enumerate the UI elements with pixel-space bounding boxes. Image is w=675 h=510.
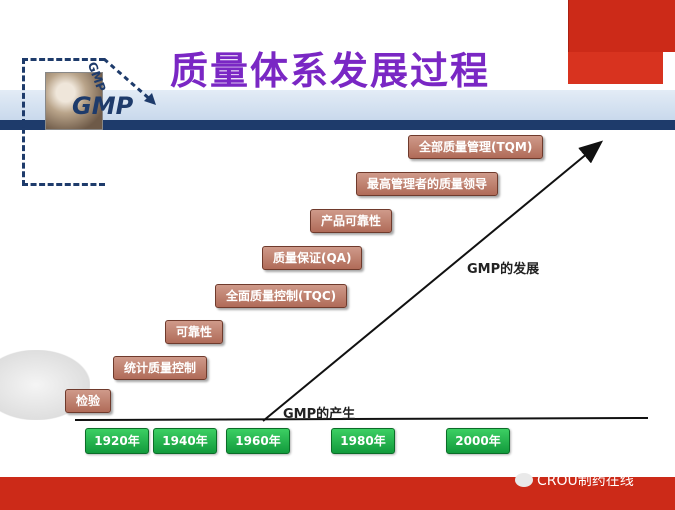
milestone-qa: 质量保证(QA) <box>262 246 363 270</box>
red-corner-block-lower <box>568 52 663 84</box>
year-2000: 2000年 <box>446 428 510 454</box>
watermark: CROU制药在线 <box>515 470 634 490</box>
footer-band <box>0 477 675 510</box>
milestone-product-reliability: 产品可靠性 <box>310 209 393 233</box>
gmp-origin-label: GMP的产生 <box>283 407 356 422</box>
gmp-logo-image <box>45 72 103 130</box>
header-dark-stripe <box>0 120 675 130</box>
milestone-statistical-qc: 统计质量控制 <box>113 356 208 380</box>
wechat-icon <box>515 473 533 487</box>
logo-arrow-icon <box>103 57 156 105</box>
milestone-inspection: 检验 <box>65 389 112 413</box>
slide-title: 质量体系发展过程 <box>170 49 491 93</box>
gmp-development-arrow <box>262 140 604 422</box>
gmp-development-label: GMP的发展 <box>467 262 540 277</box>
watermark-text: CROU制药在线 <box>537 473 634 489</box>
year-1920: 1920年 <box>85 428 149 454</box>
year-1980: 1980年 <box>331 428 395 454</box>
logo-dashed-frame <box>22 58 105 186</box>
year-1940: 1940年 <box>153 428 217 454</box>
milestone-top-management: 最高管理者的质量领导 <box>356 172 499 196</box>
year-1960: 1960年 <box>226 428 290 454</box>
milestone-reliability: 可靠性 <box>165 320 224 344</box>
timeline-axis <box>74 417 649 421</box>
milestone-tqc: 全面质量控制(TQC) <box>215 284 348 308</box>
red-corner-block <box>568 0 675 52</box>
header-band <box>0 90 675 120</box>
gmp-logo-text: GMP <box>72 92 134 120</box>
milestone-tqm: 全部质量管理(TQM) <box>408 135 544 159</box>
